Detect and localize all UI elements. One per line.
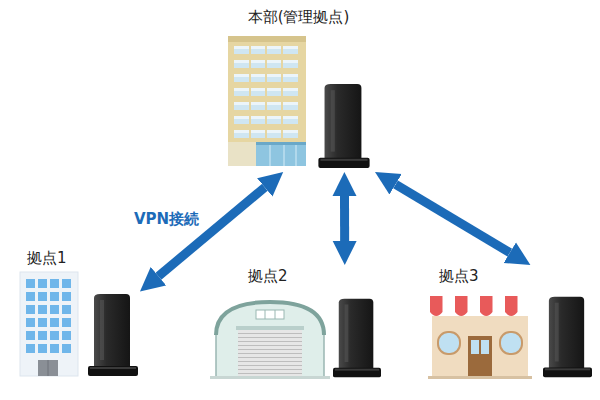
vpn-arrow <box>340 196 349 241</box>
router <box>88 294 138 376</box>
router <box>318 84 369 168</box>
site-name: 本部(管理拠点) <box>248 8 350 26</box>
hq-building <box>228 36 306 166</box>
headquarters-site: 本部(管理拠点) <box>222 6 375 172</box>
edge-label: VPN接続 <box>134 210 199 228</box>
site-name: 拠点2 <box>248 267 288 285</box>
vpn-arrow <box>158 187 264 276</box>
branch-site: 拠点2 <box>210 265 385 382</box>
office-building <box>20 272 78 376</box>
branch-site: 拠点3 <box>425 265 595 382</box>
site-name: 拠点3 <box>439 267 479 285</box>
branch-site: 拠点1 <box>15 248 140 380</box>
vpn-arrow <box>396 184 510 252</box>
shop-building <box>428 296 532 379</box>
site-name: 拠点1 <box>27 249 67 267</box>
router <box>543 297 592 377</box>
warehouse-building <box>210 302 330 379</box>
router <box>333 299 381 378</box>
